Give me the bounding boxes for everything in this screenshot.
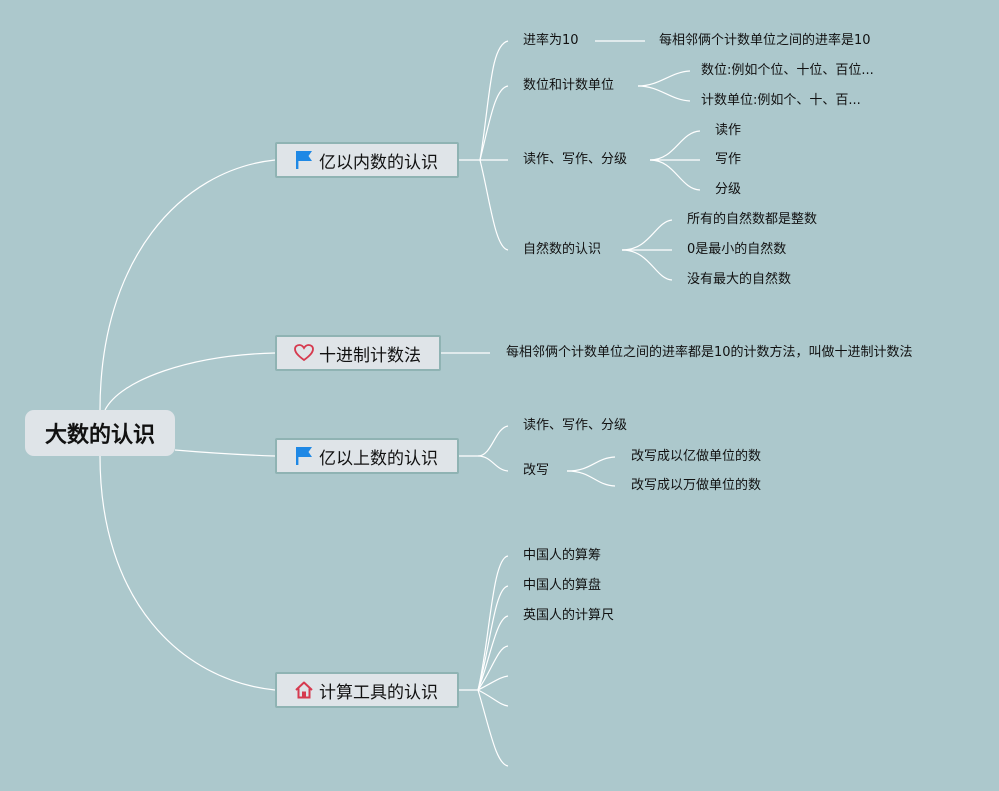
subtopic-rewrite[interactable]: 改写	[523, 463, 550, 478]
detail-rewrite-wan[interactable]: 改写成以万做单位的数	[631, 478, 762, 493]
detail-write[interactable]: 写作	[715, 152, 742, 167]
connector-root-b4	[99, 455, 276, 691]
root-topic[interactable]: 大数的认识	[25, 410, 175, 456]
detail-read[interactable]: 读作	[715, 123, 742, 138]
detail-group[interactable]: 分级	[715, 182, 742, 197]
subtopic-counting-rods[interactable]: 中国人的算筹	[523, 548, 602, 563]
branch-label: 十进制计数法	[319, 345, 421, 366]
detail-counting-units[interactable]: 计数单位:例如个、十、百...	[701, 93, 861, 108]
root-topic-label: 大数的认识	[44, 423, 155, 448]
branch-topic-within-yi[interactable]: 亿以内数的认识	[275, 142, 459, 178]
branch-label: 亿以内数的认识	[319, 152, 438, 173]
detail-rewrite-yi[interactable]: 改写成以亿做单位的数	[631, 449, 762, 464]
subtopic-base-ten[interactable]: 进率为10	[523, 33, 579, 48]
detail-base-ten-rate[interactable]: 每相邻俩个计数单位之间的进率是10	[659, 33, 871, 48]
subtopic-abacus[interactable]: 中国人的算盘	[523, 578, 602, 593]
branch-label: 亿以上数的认识	[319, 448, 438, 469]
connector-root-b3	[174, 449, 276, 457]
connector-root-b1	[99, 159, 276, 411]
detail-natural-integers[interactable]: 所有的自然数都是整数	[687, 212, 818, 227]
branch-topic-decimal-system[interactable]: 十进制计数法	[275, 335, 441, 371]
detail-no-largest[interactable]: 没有最大的自然数	[687, 272, 792, 287]
subtopic-natural-numbers[interactable]: 自然数的认识	[523, 242, 602, 257]
branch-topic-calculating-tools[interactable]: 计算工具的认识	[275, 672, 459, 708]
branch-topic-above-yi[interactable]: 亿以上数的认识	[275, 438, 459, 474]
subtopic-slide-rule[interactable]: 英国人的计算尺	[523, 608, 615, 623]
blue-flag-icon	[293, 445, 315, 467]
blue-flag-icon	[293, 149, 315, 171]
connector-root-b2	[104, 352, 276, 411]
subtopic-read-write-group[interactable]: 读作、写作、分级	[523, 152, 628, 167]
detail-zero-smallest[interactable]: 0是最小的自然数	[687, 242, 787, 257]
detail-decimal-definition[interactable]: 每相邻俩个计数单位之间的进率都是10的计数方法，叫做十进制计数法	[506, 345, 913, 360]
subtopic-read-write-group-2[interactable]: 读作、写作、分级	[523, 418, 628, 433]
red-heart-icon	[293, 342, 315, 364]
subtopic-place-value[interactable]: 数位和计数单位	[523, 78, 615, 93]
detail-digit-places[interactable]: 数位:例如个位、十位、百位...	[701, 63, 874, 78]
branch-label: 计算工具的认识	[319, 682, 438, 703]
red-house-icon	[293, 679, 315, 701]
